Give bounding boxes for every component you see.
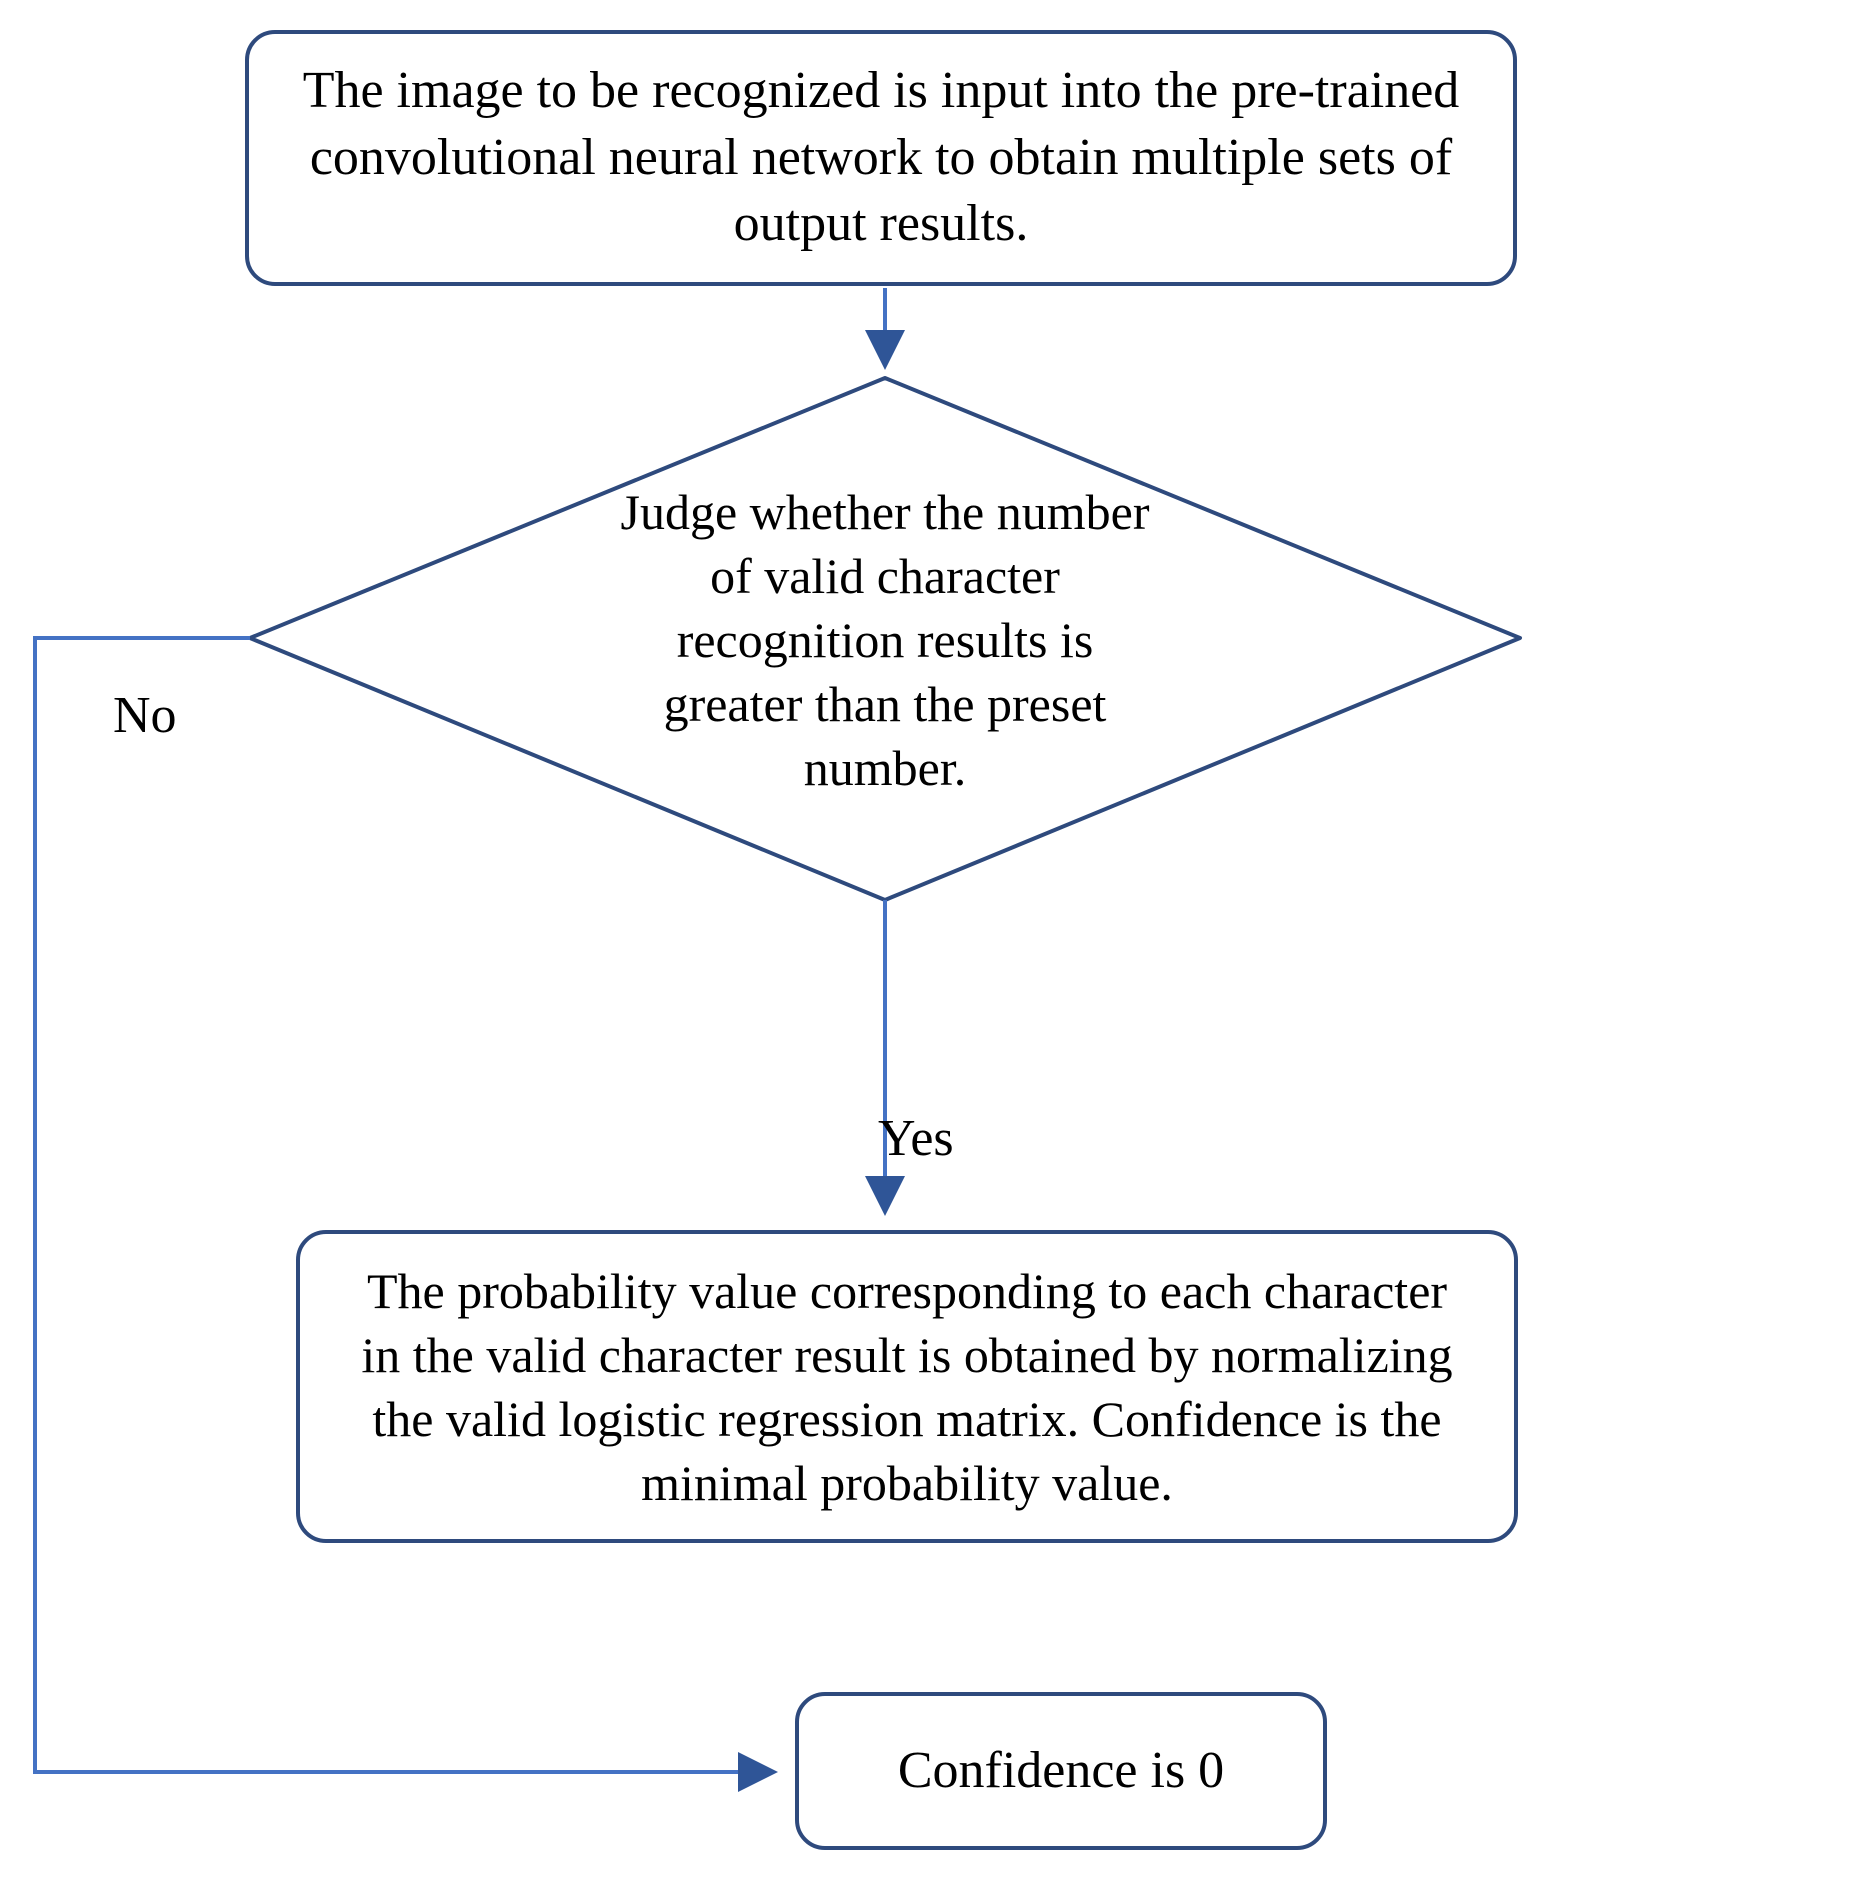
- node-confidence-zero-text: Confidence is 0: [897, 1741, 1225, 1799]
- node-normalize-process: The probability value corresponding to e…: [296, 1230, 1518, 1543]
- node-decision-line-1: Judge whether the number: [620, 484, 1150, 540]
- node-normalize-line-3: the valid logistic regression matrix. Co…: [372, 1390, 1442, 1447]
- node-decision-line-3: recognition results is: [676, 612, 1094, 668]
- node-decision-line-4: greater than the preset: [663, 676, 1107, 732]
- edge-label-yes: Yes: [878, 1110, 954, 1167]
- node-decision-line-2: of valid character: [710, 548, 1060, 604]
- node-normalize-line-1: The probability value corresponding to e…: [366, 1262, 1448, 1319]
- edge-label-no: No: [113, 687, 177, 744]
- node-normalize-line-2: in the valid character result is obtaine…: [361, 1326, 1453, 1383]
- node-input-line-3: output results.: [733, 195, 1029, 253]
- node-input-line-2: convolutional neural network to obtain m…: [309, 128, 1453, 186]
- node-input-line-1: The image to be recognized is input into…: [302, 62, 1460, 120]
- node-normalize-text: The probability value corresponding to e…: [361, 1259, 1452, 1515]
- edge-decision-no: [33, 636, 778, 1792]
- node-confidence-zero: Confidence is 0: [795, 1692, 1327, 1850]
- node-input-process: The image to be recognized is input into…: [245, 30, 1517, 286]
- node-decision: Judge whether the number of valid charac…: [560, 470, 1210, 810]
- node-decision-text: Judge whether the number of valid charac…: [620, 480, 1149, 800]
- node-input-text: The image to be recognized is input into…: [303, 58, 1460, 258]
- node-normalize-line-4: minimal probability value.: [641, 1454, 1173, 1511]
- node-decision-line-5: number.: [803, 740, 967, 796]
